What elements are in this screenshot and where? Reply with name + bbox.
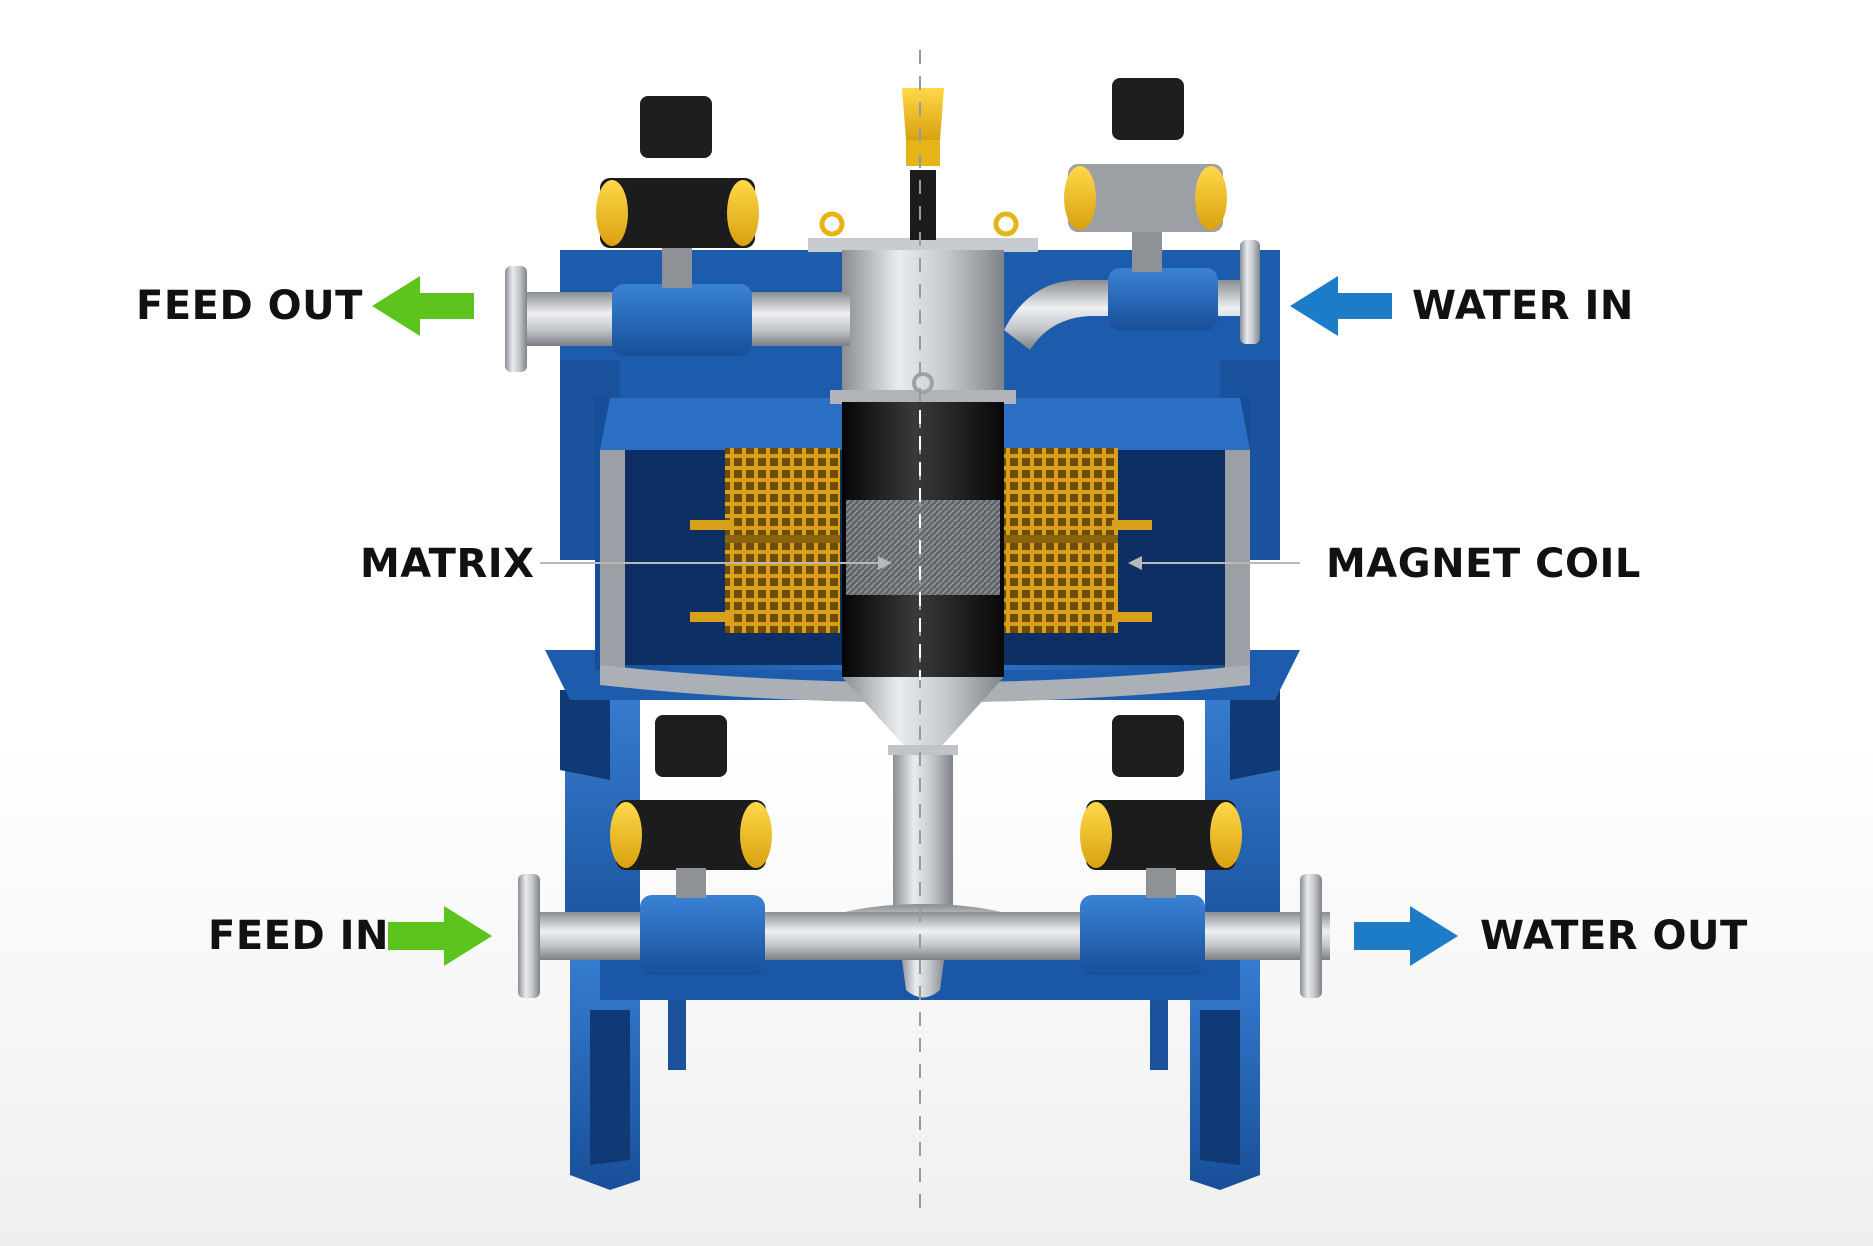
magnet-coil <box>690 448 1152 633</box>
feed-out-label: FEED OUT <box>136 283 363 329</box>
actuator-top-left <box>596 96 759 288</box>
water-out-arrow <box>1354 906 1458 966</box>
feed-in-label: FEED IN <box>208 913 389 959</box>
matrix <box>846 500 1000 595</box>
feed-in-arrow <box>388 906 492 966</box>
magnet-coil-label: MAGNET COIL <box>1326 541 1641 587</box>
actuator-bottom-left <box>610 715 772 898</box>
actuator-top-right <box>1064 78 1227 272</box>
ball-valves <box>612 268 1218 975</box>
water-in-arrow <box>1290 276 1392 336</box>
water-in-label: WATER IN <box>1412 283 1634 329</box>
central-vessel <box>808 238 1038 998</box>
water-out-label: WATER OUT <box>1480 913 1748 959</box>
magnet-coil-leader <box>1128 556 1300 570</box>
actuator-bottom-right <box>1080 715 1242 898</box>
feed-out-arrow <box>372 276 474 336</box>
matrix-label: MATRIX <box>360 541 535 587</box>
matrix-leader <box>540 556 892 570</box>
